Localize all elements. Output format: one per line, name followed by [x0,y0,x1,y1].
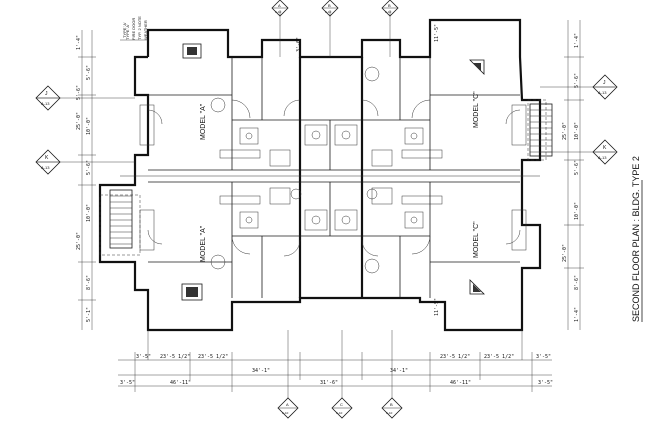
fireplace-note: TYPE 'A' [122,22,127,38]
callout-bottom-2: C A-10 [331,330,353,419]
note-line-1b: TYPE 'A' [125,24,130,40]
dim-bottom-11: 31'-6" [320,380,338,386]
dim-left-3: 5'-6" [76,85,82,100]
callout-bottom-1: A A-10 [277,330,299,419]
dim-right-1: 1'-4" [574,33,580,48]
callout-top-1-num: A [278,3,281,8]
dim-bottom-8: 3'-5" [536,354,551,360]
callout-top-3-num: B [388,3,391,8]
dimensions-left: 1'-4" 5'-6" 5'-6" 25'-0" 10'-0" 5'-6" 10… [76,35,92,322]
dim-right-2: 5'-6" [574,73,580,88]
stair-left [109,189,133,249]
dim-bottom-1: 3'-5" [136,354,151,360]
sheet-title-block: SECOND FLOOR PLAN : BLDG. TYPE 2 [631,156,643,322]
dim-left-6: 5'-6" [86,160,92,175]
dim-left-4: 25'-0" [76,112,82,130]
callout-bottom-1-sheet: A-10 [282,411,289,415]
dim-bottom-4: 34'-1" [252,368,270,374]
dim-bottom-6: 23'-5 1/2" [440,354,470,360]
fireplace-top-right [469,59,485,75]
callout-top-3-sheet: A-10 [385,10,392,14]
callout-right-top-sheet: A-13 [598,90,607,95]
dim-bottom-12: 46'-11" [450,380,471,386]
dim-right-3: 25'-0" [562,122,568,140]
dim-top-2: 11'-5" [434,24,440,42]
dim-bottom-2: 23'-5 1/2" [160,354,190,360]
dim-left-9: 8'-6" [86,275,92,290]
dimensions-top: 3'-6" 11'-5" 11'-5" [296,24,440,316]
dim-right-9: 1'-4" [574,307,580,322]
callout-top-2-sheet: A-10 [325,10,332,14]
callout-right-mid-num: K [603,145,607,151]
callout-bottom-3: B A-10 [381,330,403,419]
callout-bottom-3-sheet: A-10 [386,411,393,415]
dim-left-10: 5'-1" [86,307,92,322]
callout-right-top-num: J [603,80,606,86]
dim-left-2: 5'-6" [86,65,92,80]
dim-right-6: 10'-0" [574,202,580,220]
stair-right [529,103,553,157]
unit-label-lower-left: MODEL "A" [200,225,207,262]
callout-left-mid-sheet: A-13 [41,165,50,170]
dim-left-1: 1'-4" [76,35,82,50]
callout-bottom-3-num: B [390,402,393,407]
callout-top-1: A A-10 [271,0,289,17]
callout-top-2-num: B [328,3,331,8]
note-line-2: FIRE DOOR [131,18,136,40]
dim-bottom-3: 23'-5 1/2" [198,354,228,360]
callout-left-mid-num: K [45,155,49,161]
callout-left-top-num: J [45,91,48,97]
dim-right-5: 5'-6" [574,160,580,175]
dimension-lines [78,10,584,392]
dim-right-7: 25'-0" [562,244,568,262]
callout-bottom-1-num: A [286,402,289,407]
callout-top-1-sheet: A-10 [275,10,282,14]
fireplace-bottom-left [181,283,203,301]
unit-label-lower-right: MODEL "C" [473,221,480,258]
dim-top-3: 11'-5" [434,298,440,316]
callout-bottom-2-sheet: A-10 [336,411,343,415]
dim-left-7: 10'-0" [86,204,92,222]
dim-left-8: 25'-0" [76,232,82,250]
callout-right-mid-sheet: A-13 [598,155,607,160]
dim-bottom-5: 34'-1" [390,368,408,374]
fireplace-top-left [182,43,202,59]
note-line-4: WEATHER [143,20,148,40]
dimensions-bottom: 3'-5" 23'-5 1/2" 23'-5 1/2" 34'-1" 34'-1… [120,354,553,386]
dim-bottom-13: 3'-5" [538,380,553,386]
callout-right-top: J A-13 [540,74,618,100]
callout-left-top-sheet: A-13 [41,101,50,106]
unit-label-upper-right: MODEL "C" [473,91,480,128]
room-tags [210,66,380,274]
callout-bottom-2-num: C [340,402,343,407]
unit-label-upper-left: MODEL "A" [200,103,207,140]
dim-bottom-10: 46'-11" [170,380,191,386]
sheet-title: SECOND FLOOR PLAN : BLDG. TYPE 2 [631,156,641,322]
note-line-1: TYPE 'A' [122,22,127,38]
interior-walls [99,57,547,298]
dim-left-5: 10'-0" [86,117,92,135]
dimensions-right: 1'-4" 5'-6" 25'-0" 10'-0" 5'-6" 10'-0" 2… [562,33,580,322]
dim-bottom-9: 3'-5" [120,380,135,386]
dim-right-4: 10'-0" [574,122,580,140]
dim-right-8: 8'-6" [574,275,580,290]
callout-left-mid: K A-13 [35,149,135,175]
callout-top-3: B A-10 [381,0,399,17]
note-line-3: TYP. 2 NOTE [137,16,142,40]
callout-left-top: J A-13 [35,85,135,111]
fireplace-bottom-right [469,279,485,295]
callout-right-mid: K A-13 [540,139,618,165]
dim-top-1: 3'-6" [296,37,302,52]
dim-bottom-7: 23'-5 1/2" [484,354,514,360]
callout-top-2: B A-10 [321,0,339,17]
